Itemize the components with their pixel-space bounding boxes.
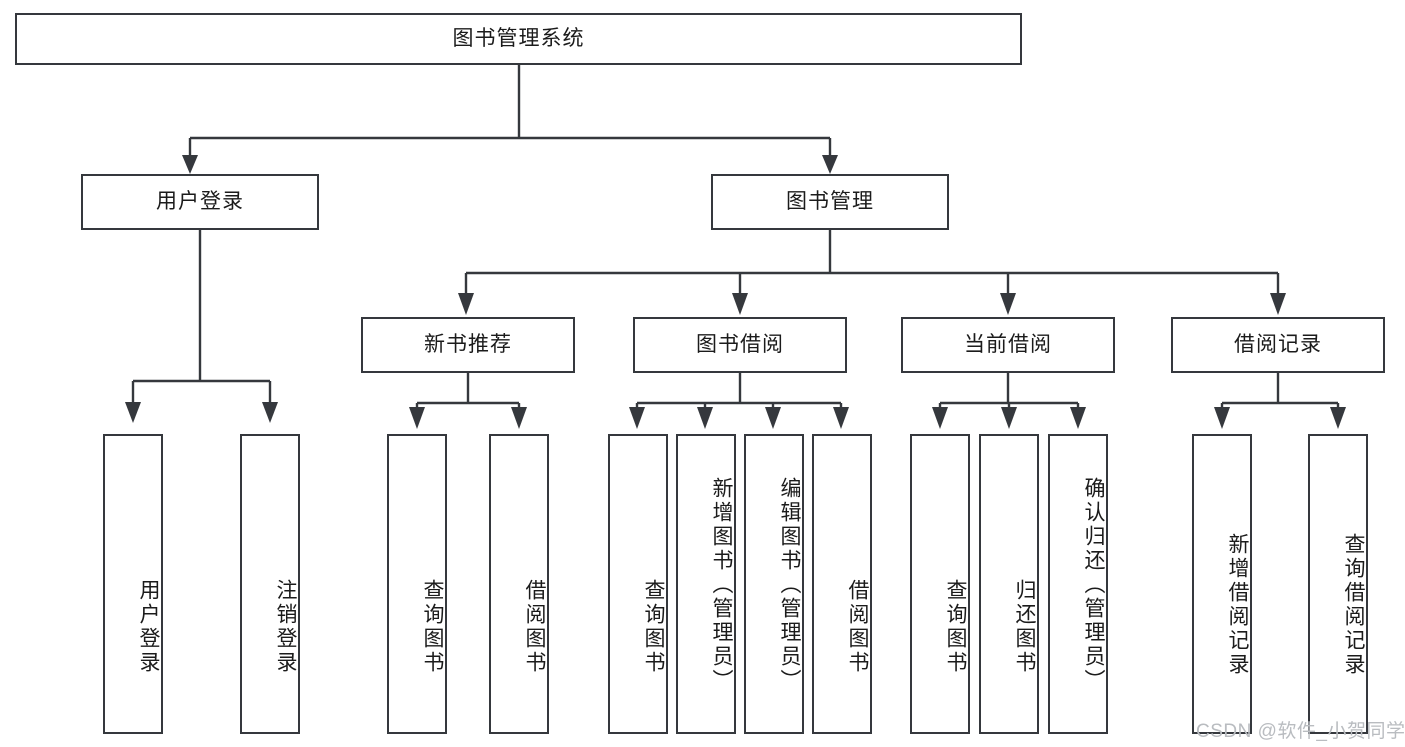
arrow-bookborrow-l1 [629, 407, 645, 429]
leaf-borrow-book[interactable]: 借阅图书 [812, 434, 872, 734]
arrow-currentborrow-l3 [1070, 407, 1086, 429]
leaf-query-book-borrow[interactable]: 查询图书 [608, 434, 668, 734]
node-label: 查询图书 [421, 579, 444, 675]
node-label: 用户登录 [137, 579, 160, 675]
arrow-bookborrow-l4 [833, 407, 849, 429]
node-label: 借阅图书 [846, 579, 869, 675]
arrow-bookmanage-c3 [1000, 293, 1016, 315]
node-label: 归还图书 [1013, 579, 1036, 675]
arrow-borrowrecord-l2 [1330, 407, 1346, 429]
node-borrow-record[interactable]: 借阅记录 [1171, 317, 1385, 373]
node-label: 编辑图书（管理员） [778, 477, 801, 693]
node-label: 新增图书（管理员） [710, 477, 733, 693]
node-book-borrow[interactable]: 图书借阅 [633, 317, 847, 373]
arrow-bookborrow-l3 [765, 407, 781, 429]
arrow-root-to-user-login [182, 155, 198, 174]
node-label: 图书管理 [786, 190, 874, 214]
leaf-add-borrow-record[interactable]: 新增借阅记录 [1192, 434, 1252, 734]
node-user-login[interactable]: 用户登录 [81, 174, 319, 230]
node-label: 借阅记录 [1234, 333, 1322, 357]
node-label: 查询图书 [944, 579, 967, 675]
leaf-query-book-recommend[interactable]: 查询图书 [387, 434, 447, 734]
node-label: 借阅图书 [523, 579, 546, 675]
node-new-book-recommend[interactable]: 新书推荐 [361, 317, 575, 373]
arrow-userlogin-left [125, 402, 141, 423]
leaf-return-book[interactable]: 归还图书 [979, 434, 1039, 734]
arrow-newbook-l2 [511, 407, 527, 429]
node-current-borrow[interactable]: 当前借阅 [901, 317, 1115, 373]
arrow-bookmanage-c1 [458, 293, 474, 315]
leaf-query-book-current[interactable]: 查询图书 [910, 434, 970, 734]
node-label: 查询借阅记录 [1342, 533, 1365, 677]
leaf-edit-book-admin[interactable]: 编辑图书（管理员） [744, 434, 804, 734]
arrow-currentborrow-l1 [932, 407, 948, 429]
watermark: CSDN @软件_小贺同学 [1196, 721, 1405, 742]
leaf-query-borrow-record[interactable]: 查询借阅记录 [1308, 434, 1368, 734]
arrow-borrowrecord-l1 [1214, 407, 1230, 429]
arrow-bookmanage-c4 [1270, 293, 1286, 315]
leaf-user-login[interactable]: 用户登录 [103, 434, 163, 734]
node-label: 查询图书 [642, 579, 665, 675]
node-label: 确认归还（管理员） [1082, 477, 1105, 693]
node-label: 图书借阅 [696, 333, 784, 357]
node-label: 用户登录 [156, 190, 244, 214]
leaf-confirm-return-admin[interactable]: 确认归还（管理员） [1048, 434, 1108, 734]
node-label: 新书推荐 [424, 333, 512, 357]
node-label: 图书管理系统 [452, 27, 585, 51]
arrow-root-to-book-manage [822, 155, 838, 174]
node-label: 新增借阅记录 [1226, 533, 1249, 677]
node-book-management-system[interactable]: 图书管理系统 [15, 13, 1022, 65]
arrow-userlogin-right [262, 402, 278, 423]
arrow-bookmanage-c2 [732, 293, 748, 315]
arrow-currentborrow-l2 [1001, 407, 1017, 429]
node-label: 注销登录 [274, 579, 297, 675]
node-label: 当前借阅 [964, 333, 1052, 357]
arrow-bookborrow-l2 [697, 407, 713, 429]
node-book-management[interactable]: 图书管理 [711, 174, 949, 230]
leaf-add-book-admin[interactable]: 新增图书（管理员） [676, 434, 736, 734]
arrow-newbook-l1 [409, 407, 425, 429]
leaf-borrow-book-recommend[interactable]: 借阅图书 [489, 434, 549, 734]
leaf-logout-login[interactable]: 注销登录 [240, 434, 300, 734]
